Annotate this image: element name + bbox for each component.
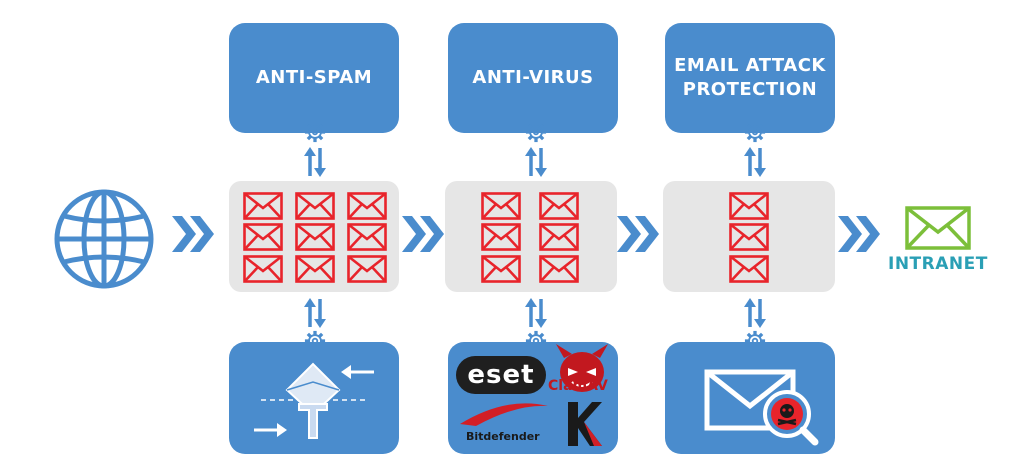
anti-spam-label: ANTI-SPAM <box>255 67 373 88</box>
envelope-icon <box>539 255 579 283</box>
envelope-icon <box>295 223 335 251</box>
intranet-envelope-icon <box>905 206 971 250</box>
kaspersky-logo <box>564 400 604 448</box>
anti-virus-queue <box>445 181 617 292</box>
bidirectional-arrows-icon <box>744 298 766 328</box>
spam-filter-icon <box>254 362 374 439</box>
envelope-icon <box>347 223 387 251</box>
gear-icon <box>304 121 326 143</box>
clamav-logo: ClamAV <box>548 344 614 404</box>
attack-detection-box <box>665 342 835 454</box>
envelope-icon <box>729 255 769 283</box>
anti-spam-box: ANTI-SPAM <box>229 23 399 133</box>
envelope-icon <box>539 192 579 220</box>
chevron-right-icon <box>838 216 888 252</box>
chevron-right-icon <box>172 216 222 252</box>
envelope-icon <box>481 223 521 251</box>
envelope-icon <box>481 192 521 220</box>
gear-icon <box>744 121 766 143</box>
envelope-icon <box>347 192 387 220</box>
intranet-label: INTRANET <box>888 254 988 274</box>
envelope-icon <box>539 223 579 251</box>
envelope-icon <box>729 192 769 220</box>
envelope-icon <box>243 192 283 220</box>
envelope-icon <box>729 223 769 251</box>
email-attack-protection-label: EMAIL ATTACK PROTECTION <box>674 55 826 100</box>
envelope-icon <box>481 255 521 283</box>
envelope-icon <box>295 192 335 220</box>
envelope-icon <box>295 255 335 283</box>
bidirectional-arrows-icon <box>525 147 547 177</box>
malicious-email-search-icon <box>704 369 819 446</box>
eset-logo: eset <box>456 356 546 394</box>
envelope-icon <box>347 255 387 283</box>
chevron-right-icon <box>617 216 667 252</box>
bitdefender-logo: Bitdefender <box>456 400 552 450</box>
bidirectional-arrows-icon <box>525 298 547 328</box>
email-attack-protection-box: EMAIL ATTACK PROTECTION <box>665 23 835 133</box>
bidirectional-arrows-icon <box>304 298 326 328</box>
clamav-text: ClamAV <box>548 378 608 394</box>
gear-icon <box>525 121 547 143</box>
anti-virus-box: ANTI-VIRUS <box>448 23 618 133</box>
globe-icon <box>52 187 156 291</box>
anti-virus-label: ANTI-VIRUS <box>472 67 594 88</box>
bidirectional-arrows-icon <box>744 147 766 177</box>
envelope-icon <box>243 223 283 251</box>
spam-filter-box <box>229 342 399 454</box>
antivirus-vendors-box: eset ClamAV Bitdefender <box>448 342 618 454</box>
envelope-icon <box>243 255 283 283</box>
bidirectional-arrows-icon <box>304 147 326 177</box>
bitdefender-text: Bitdefender <box>466 430 540 443</box>
email-attack-queue <box>663 181 835 292</box>
eset-logo-text: eset <box>467 360 535 390</box>
